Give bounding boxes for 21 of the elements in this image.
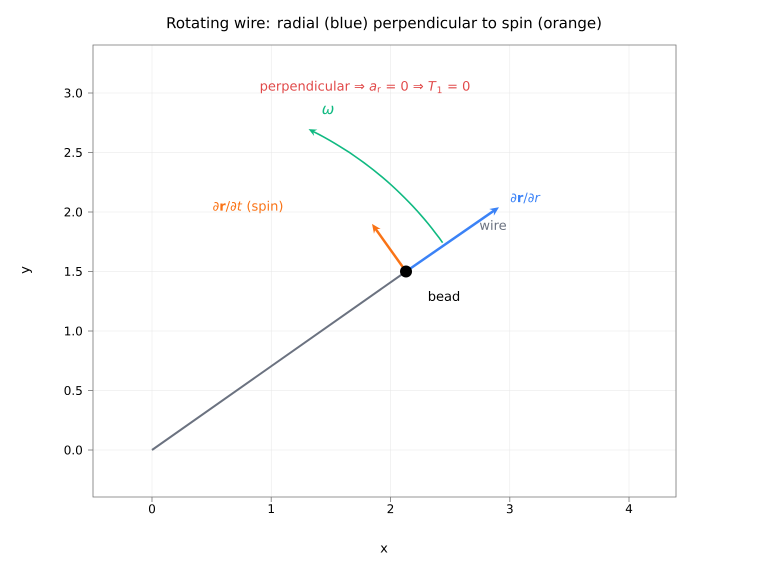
tick-label: 3 — [506, 504, 513, 514]
axis-title: y — [22, 266, 32, 274]
wire-label: wire — [480, 220, 506, 230]
axis-title: x — [380, 545, 388, 553]
title: Rotating wire: radial (blue) perpendicular to spin (orange) — [168, 16, 601, 32]
omega-label: ω — [322, 106, 334, 114]
tick-label: 2 — [388, 504, 394, 514]
annotation: perpendicular ⇒ a$_{r}$ = 0 ⇒ T$_{1}$ = 0 — [260, 80, 470, 94]
tick-label: 4 — [626, 504, 632, 513]
tick-label: 1.5 — [65, 267, 82, 276]
tick-label: 1.0 — [65, 326, 82, 336]
vector-label: ∂r/∂r — [510, 192, 540, 204]
tick-label: 1 — [268, 504, 274, 513]
tick-label: 3.0 — [64, 88, 82, 98]
vector-label: ∂r/∂t (spin) — [213, 200, 282, 214]
tick-label: 0 — [148, 504, 156, 514]
tick-label: 2.5 — [64, 148, 82, 158]
tick-label: 2.0 — [64, 207, 82, 217]
tick-label: 0.0 — [64, 445, 82, 455]
tick-label: 0.5 — [64, 386, 82, 396]
bead-label: bead — [428, 290, 460, 302]
